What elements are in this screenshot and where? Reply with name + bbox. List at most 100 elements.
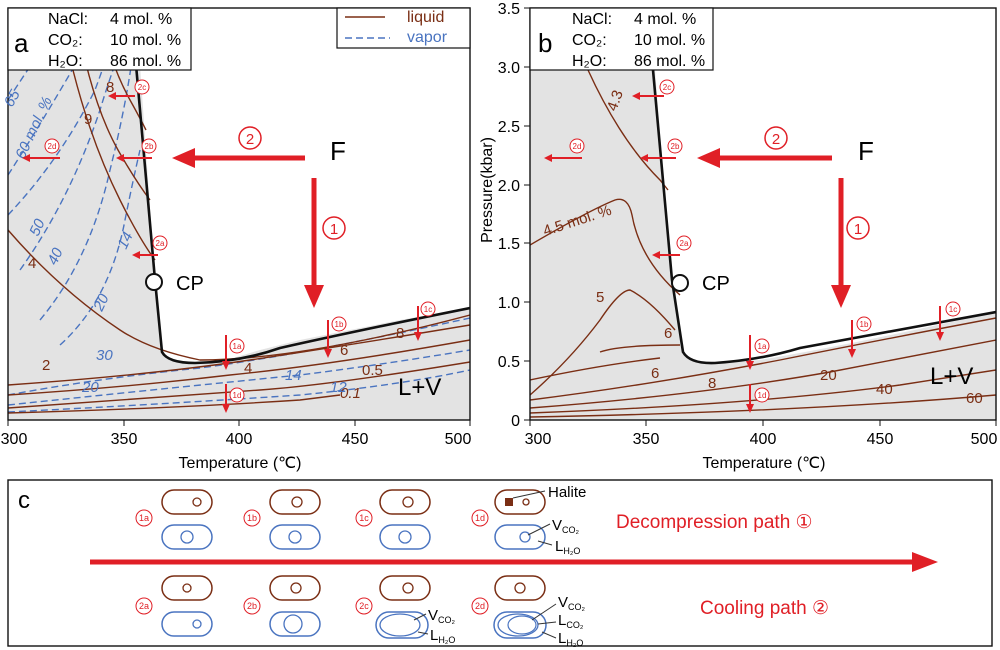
panel-a-region-label: L+V <box>398 374 441 401</box>
panel-c-marker-1c: 1c <box>359 513 369 523</box>
panel-a-liquid-label-4-left: 4 <box>28 255 36 272</box>
panel-a-marker-2a: 2a <box>156 239 165 248</box>
panel-b-path2-digit: 2 <box>772 131 780 148</box>
panel-a-vapor-label-14: 14 <box>285 367 302 384</box>
panel-a-letter: a <box>14 28 29 58</box>
panel-a-vapor-label-12: 12 <box>330 379 347 396</box>
panel-a-marker-2d: 2d <box>48 142 57 151</box>
panel-c-lco2-2d: LCO₂ <box>558 612 584 630</box>
panel-b-composition-box <box>529 7 714 71</box>
panel-a-comp-value-2: 86 mol. % <box>110 53 181 70</box>
panel-c-main-arrow-head <box>912 552 938 572</box>
panel-b-decompression-markers: 1a 1b 1c 1d <box>746 301 961 413</box>
panel-a-liquid-label-8-right: 8 <box>396 325 404 342</box>
panel-a-path1-circle <box>322 216 346 240</box>
panel-a-marker-2c: 2c <box>138 83 146 92</box>
panel-b-marker-2d: 2d <box>573 142 582 151</box>
panel-c-row1: 1a 1b 1c 1d Halite VCO₂ LH₂O <box>135 484 586 556</box>
panel-c-marker-1b: 1b <box>247 513 257 523</box>
panel-b-liquid-label-4.3: 4.3 <box>604 88 627 113</box>
panel-a-liquid-label-9: 9 <box>84 111 92 128</box>
panel-a-liquid-label-0.1: 0.1 <box>340 385 361 402</box>
panel-c-letter: c <box>18 487 30 514</box>
panel-a: a NaCl: 4 mol. % CO₂: 10 mol. % H₂O: 86 … <box>1 7 472 472</box>
panel-a-liquid-label-0.5: 0.5 <box>362 362 383 379</box>
panel-a-legend-vapor: vapor <box>407 29 448 46</box>
panel-b-critical-point <box>671 274 689 292</box>
panel-c-vco2-2c: VCO₂ <box>428 607 456 625</box>
panel-a-marker-1a: 1a <box>233 342 242 351</box>
panel-a-vapor-label-14-upper: 14 <box>114 229 136 251</box>
panel-a-liquid-label-8-top: 8 <box>106 79 114 96</box>
panel-a-legend-liquid: liquid <box>407 9 444 26</box>
panel-b-path1-arrow <box>831 178 851 308</box>
panel-b-marker-2a: 2a <box>680 239 689 248</box>
panel-c-marker-1d: 1d <box>475 513 485 523</box>
panel-b-liquid-label-6-top: 6 <box>664 325 672 342</box>
panel-a-cp-label: CP <box>176 273 204 295</box>
panel-b-path2-arrow <box>697 148 832 168</box>
panel-c: c Decompression path ① Cooling path ② 1a… <box>7 479 993 648</box>
panel-b-region-label: L+V <box>930 363 973 390</box>
panel-a-path2-arrow <box>172 148 305 168</box>
panel-b-comp-value-0: 4 mol. % <box>634 11 696 28</box>
panel-a-vapor-label-50: 50 <box>26 216 49 239</box>
panel-c-marker-2c: 2c <box>359 601 369 611</box>
panel-b-x-axis: 300 350 400 450 500 Temperature (℃) <box>525 420 997 472</box>
panel-b: b NaCl: 4 mol. % CO₂: 10 mol. % H₂O: 86 … <box>479 1 997 472</box>
panel-c-lh2o-2d: LH₂O <box>558 630 583 648</box>
panel-a-path1-digit: 1 <box>330 221 338 238</box>
panel-a-x-axis: 300 350 400 450 500 Temperature (℃) <box>1 420 472 472</box>
panel-a-path2-digit: 2 <box>246 131 254 148</box>
panel-a-path1-arrow <box>304 178 324 308</box>
panel-c-decompression-label: Decompression path ① <box>616 512 813 533</box>
panel-b-liquid-label-20: 20 <box>820 367 837 384</box>
panel-a-legend-box <box>336 7 471 49</box>
panel-b-y-tick-3.5: 3.5 <box>498 1 520 18</box>
panel-c-marker-2a: 2a <box>139 601 149 611</box>
panel-b-y-tick-3.0: 3.0 <box>498 60 520 77</box>
panel-c-marker-2d: 2d <box>475 601 485 611</box>
panel-b-liquid-isopleths <box>530 69 996 418</box>
panel-b-path1-digit: 1 <box>854 221 862 238</box>
panel-b-fill-left <box>530 70 996 420</box>
panel-a-comp-name-0: NaCl: <box>48 11 88 28</box>
panel-b-comp-value-1: 10 mol. % <box>634 32 705 49</box>
panel-a-marker-1c: 1c <box>424 305 432 314</box>
panel-b-marker-2c: 2c <box>663 83 671 92</box>
panel-c-marker-2b: 2b <box>247 601 257 611</box>
panel-b-y-tick-2.0: 2.0 <box>498 178 520 195</box>
panel-b-y-tick-1.5: 1.5 <box>498 236 520 253</box>
panel-b-marker-1a: 1a <box>758 342 767 351</box>
panel-a-liquid-label-6: 6 <box>340 342 348 359</box>
panel-a-vapor-label-65: 65 <box>1 86 24 110</box>
panel-c-vco2-2d: VCO₂ <box>558 594 586 612</box>
panel-b-liquid-label-60: 60 <box>966 390 983 407</box>
panel-c-marker-1a: 1a <box>139 513 149 523</box>
panel-a-x-tick-450: 450 <box>342 431 369 448</box>
panel-a-x-tick-400: 400 <box>226 431 253 448</box>
panel-b-x-tick-400: 400 <box>750 431 777 448</box>
panel-b-comp-name-0: NaCl: <box>572 11 612 28</box>
panel-c-lh2o-row1: LH₂O <box>555 538 580 556</box>
panel-b-critical-curve <box>651 69 996 365</box>
panel-b-liquid-label-40: 40 <box>876 381 893 398</box>
panel-a-vapor-label-40: 40 <box>44 245 67 268</box>
panel-a-comp-value-1: 10 mol. % <box>110 32 181 49</box>
panel-a-composition-box <box>7 7 192 71</box>
panel-a-x-tick-500: 500 <box>445 431 472 448</box>
panel-a-comp-name-2: H₂O: <box>48 53 83 70</box>
panel-b-y-label: Pressure(kbar) <box>479 137 496 243</box>
panel-a-path2-circle <box>238 126 262 150</box>
panel-c-row2: 2a 2b 2c VCO₂ LH₂O 2d VCO₂ <box>135 575 586 648</box>
panel-b-letter: b <box>538 28 552 58</box>
panel-a-fill-left <box>8 8 470 420</box>
panel-b-x-tick-300: 300 <box>525 431 552 448</box>
panel-b-fluid-label: F <box>858 136 874 166</box>
panel-b-liquid-label-6: 6 <box>651 365 659 382</box>
panel-a-x-tick-300: 300 <box>1 431 28 448</box>
panel-a-marker-2b: 2b <box>145 142 154 151</box>
panel-b-path2-circle <box>764 126 788 150</box>
panel-b-liquid-label-5: 5 <box>596 289 604 306</box>
panel-a-vapor-label-30: 30 <box>96 347 113 364</box>
